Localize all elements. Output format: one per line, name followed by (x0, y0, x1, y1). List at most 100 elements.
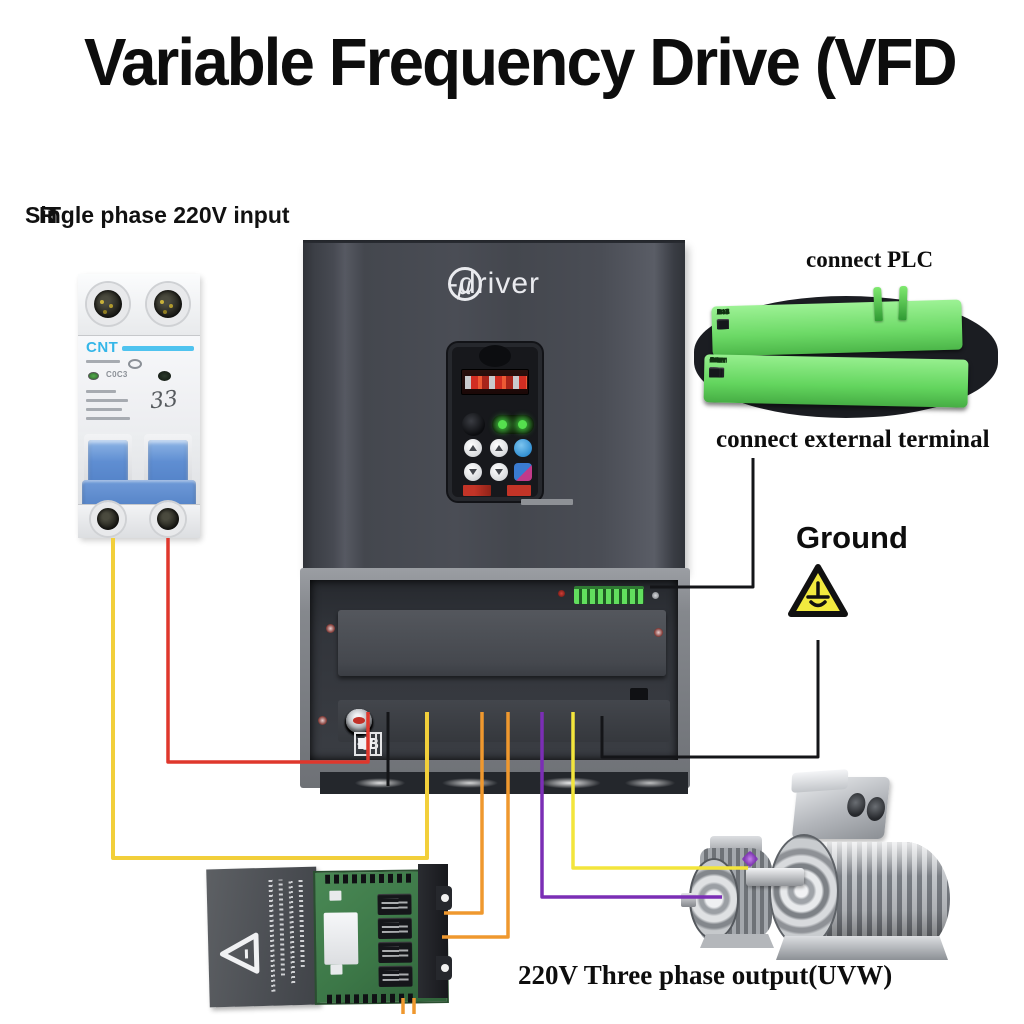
key-run-button (514, 439, 532, 457)
run-led-icon (498, 420, 507, 429)
power-led-icon (518, 420, 527, 429)
key-menu-button (464, 439, 482, 457)
junction-box-lid (791, 769, 849, 793)
compartment-bottom-lip (320, 772, 688, 794)
keypad-top-bump (479, 345, 511, 367)
screw-speckle (100, 300, 104, 304)
breaker-fineprint (86, 417, 130, 420)
relay-icon (378, 941, 413, 964)
motor-shaft (746, 868, 804, 886)
breaker-cert-mark-icon (128, 359, 142, 369)
chevron-up-icon (495, 445, 503, 451)
pin-header-icon (326, 993, 413, 1004)
plc-wire-pin-icon (873, 286, 883, 322)
screw-dot (652, 592, 659, 599)
keypad-function-keys (461, 399, 529, 407)
cover-fine-print (288, 879, 296, 984)
screw-speckle (160, 300, 164, 304)
breaker-screw-icon (87, 283, 129, 325)
key-stop-reset-button (514, 463, 532, 481)
page-title: Variable Frequency Drive (VFD (84, 25, 958, 100)
cable-gland-icon (846, 793, 867, 817)
cover-fine-print (298, 878, 305, 968)
plc-wire-pin-icon (898, 285, 908, 321)
screw-dot (558, 590, 565, 597)
screw-icon (318, 716, 327, 725)
connect-plc-label: connect PLC (806, 247, 934, 272)
breaker-fineprint (86, 408, 122, 411)
chevron-down-icon (495, 469, 503, 475)
led-display (461, 369, 529, 395)
screw-icon (326, 624, 335, 633)
pcb-chip (330, 964, 343, 975)
small-motor-foot (700, 934, 774, 948)
keypad-logo-right (507, 485, 531, 496)
small-motor-shaft (681, 893, 696, 907)
capacitor-block (323, 912, 359, 965)
led-segments (465, 376, 527, 389)
terminal-screw-ground (346, 709, 372, 733)
cover-fine-print (268, 879, 276, 992)
breaker-label-area: CNT C0C3 33 (78, 336, 200, 432)
input-phase-text: Single phase 220V input (25, 202, 290, 228)
breaker-indicator-dot (88, 372, 99, 380)
vfd-brand-logo: µ-driver (303, 267, 685, 301)
breaker-fineprint (86, 360, 120, 363)
relay-icon (378, 965, 413, 988)
breaker-code: C0C3 (106, 370, 128, 379)
brake-unit-cover (206, 866, 320, 1008)
vfd-model-sticker (521, 499, 573, 505)
circuit-breaker: CNT C0C3 33 (78, 274, 200, 538)
breaker-test-dot (158, 371, 171, 381)
input-terminal-r-label: R (39, 202, 56, 228)
breaker-screw-icon (147, 283, 189, 325)
pcb-chip (329, 890, 342, 901)
chevron-up-icon (469, 445, 477, 451)
breaker-brand-logo: CNT (86, 339, 119, 356)
relay-icon (377, 917, 413, 940)
small-motor-face (689, 858, 739, 940)
vfd-keypad (448, 343, 542, 501)
connect-external-terminal-label: connect external terminal (716, 426, 990, 453)
key-up-button (490, 439, 508, 457)
mounting-tab (436, 886, 452, 910)
ground-symbol-icon (788, 564, 848, 617)
breaker-fineprint (86, 390, 116, 393)
brake-unit (206, 864, 452, 1010)
cover-fine-print (278, 879, 286, 976)
potentiometer-knob-icon (462, 413, 485, 436)
ground-label: Ground (796, 520, 908, 555)
screw-icon (654, 628, 663, 637)
control-terminal-strip (574, 586, 644, 604)
breaker-fineprint (86, 399, 128, 402)
breaker-brand-rule (122, 346, 194, 351)
pin-header-icon (325, 873, 412, 884)
output-phase-label: 220V Three phase output(UVW) (518, 960, 893, 990)
plc-terminal: GD (709, 356, 721, 377)
cable-gland-icon (865, 797, 887, 821)
status-led-panel (492, 415, 534, 434)
keypad-logo-left (463, 485, 491, 496)
key-shift-button (464, 463, 482, 481)
mu-logo-icon: µ (447, 267, 482, 301)
mounting-tab (436, 956, 452, 980)
motor-junction-box (791, 769, 891, 839)
breaker-screw-icon (151, 502, 185, 536)
chevron-down-icon (469, 469, 477, 475)
motor-base (776, 936, 948, 960)
power-terminal-row (338, 700, 670, 742)
motor-fan-shroud (769, 834, 839, 948)
plc-terminal: AI2 (716, 308, 729, 329)
relay-icon (377, 893, 412, 916)
terminal-letter: ⏚ (354, 732, 377, 756)
heatsink-cover (338, 610, 666, 676)
warning-triangle-icon (219, 932, 260, 974)
vfd-unit: µ-driver (303, 243, 685, 573)
input-terminal-t-label: T (47, 202, 62, 228)
key-down-button (490, 463, 508, 481)
